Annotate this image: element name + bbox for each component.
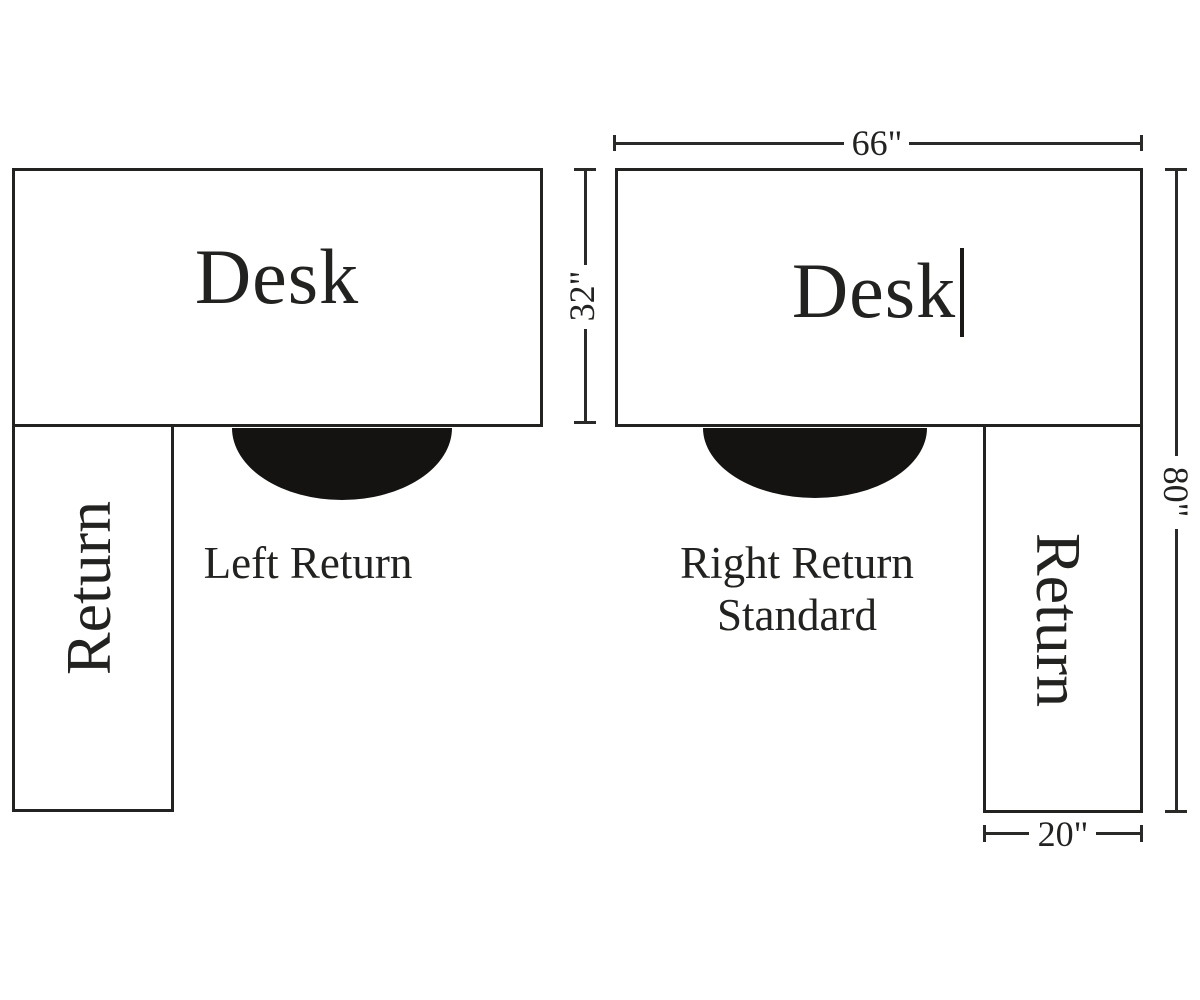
right-configuration-caption-line2: Standard — [717, 590, 877, 640]
right-desk-label[interactable]: Desk — [791, 247, 957, 334]
right-chair-icon — [703, 428, 927, 498]
right-return-label: Return — [1023, 532, 1094, 708]
dim-66-label: 66" — [851, 123, 903, 163]
dim-80-line-bottom — [1175, 529, 1178, 813]
dim-32-line-bottom — [584, 329, 587, 424]
dim-66-line-right — [909, 142, 1143, 145]
left-chair-icon — [232, 428, 452, 500]
left-return-outline — [12, 424, 174, 812]
dim-20-label: 20" — [1037, 814, 1089, 854]
right-configuration-caption: Right Return Standard — [680, 537, 914, 641]
dim-20-line-right — [1096, 832, 1143, 835]
dim-20-line-left — [983, 832, 1029, 835]
dim-32-tick-bottom — [574, 421, 596, 424]
text-caret — [960, 248, 964, 337]
right-desk-outline — [615, 168, 1143, 427]
left-desk-outline — [12, 168, 543, 427]
left-desk-label: Desk — [194, 233, 360, 320]
left-return-label: Return — [53, 500, 124, 676]
dim-66-line-left — [613, 142, 844, 145]
dim-80-tick-bottom — [1165, 810, 1187, 813]
right-configuration-caption-line1: Right Return — [680, 538, 914, 588]
dim-20-tick-right — [1140, 825, 1143, 842]
dim-80-label: 80" — [1156, 466, 1196, 518]
dim-32-line-top — [584, 168, 587, 265]
dim-66-tick-right — [1140, 135, 1143, 151]
right-return-outline — [983, 424, 1143, 813]
left-configuration-caption: Left Return — [203, 538, 413, 588]
dim-32-label: 32" — [562, 270, 602, 322]
dim-80-line-top — [1175, 168, 1178, 456]
